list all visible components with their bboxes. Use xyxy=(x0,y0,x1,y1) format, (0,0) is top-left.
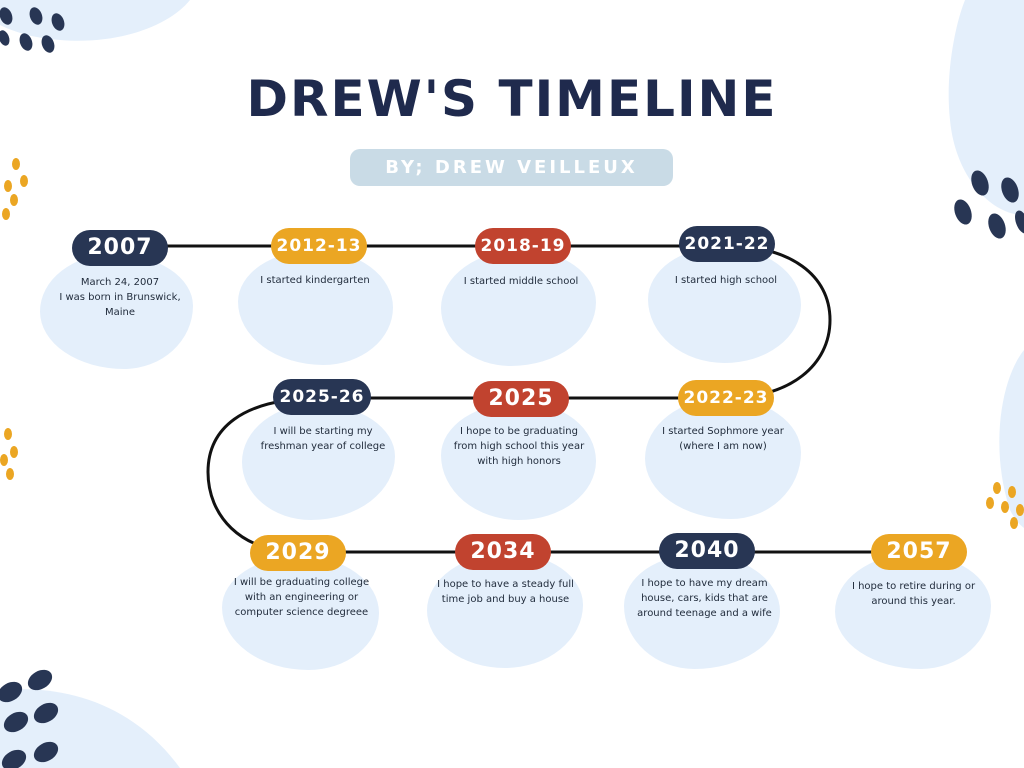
event-description: I started kindergarten xyxy=(240,273,390,288)
event-blob xyxy=(238,250,393,365)
event-description: I will be graduating college with an eng… xyxy=(224,575,379,620)
event-blob xyxy=(222,556,379,670)
year-badge: 2057 xyxy=(871,534,967,570)
event-line: (where I am now) xyxy=(679,441,767,452)
event-line: with an engineering or xyxy=(244,592,359,603)
event-blob xyxy=(645,398,801,519)
event-blob xyxy=(40,254,193,369)
event-line: with high honors xyxy=(477,456,561,467)
year-badge: 2025 xyxy=(473,381,569,417)
event-line: I started kindergarten xyxy=(260,275,370,286)
event-description: I started high school xyxy=(651,273,801,288)
event-description: March 24, 2007 I was born in Brunswick, … xyxy=(45,275,195,320)
event-description: I started middle school xyxy=(446,274,596,289)
year-badge: 2025-26 xyxy=(273,379,371,415)
event-description: I started Sophmore year (where I am now) xyxy=(648,424,798,454)
year-badge: 2012-13 xyxy=(271,228,367,264)
year-badge: 2022-23 xyxy=(678,380,774,416)
event-line: around teenage and a wife xyxy=(637,608,772,619)
event-blob xyxy=(835,554,991,669)
year-badge: 2040 xyxy=(659,533,755,569)
page-title: DREW'S TIMELINE xyxy=(246,70,778,128)
event-line: around this year. xyxy=(871,596,956,607)
event-description: I hope to retire during or around this y… xyxy=(836,579,991,609)
event-blob xyxy=(648,247,801,363)
event-line: time job and buy a house xyxy=(441,594,570,605)
event-line: I hope to have my dream xyxy=(641,578,768,589)
event-description: I hope to have my dream house, cars, kid… xyxy=(627,576,782,621)
event-line: from high school this year xyxy=(453,441,585,452)
event-blob xyxy=(242,404,395,520)
event-line: I hope to be graduating xyxy=(460,426,578,437)
event-line: I hope to retire during or xyxy=(851,581,976,592)
event-line: I was born in Brunswick, xyxy=(59,292,181,303)
event-line: freshman year of college xyxy=(260,441,386,452)
year-badge: 2034 xyxy=(455,534,551,570)
event-line: I will be graduating college xyxy=(233,577,370,588)
event-blob xyxy=(427,553,583,668)
event-line: I started high school xyxy=(674,275,778,286)
year-badge: 2018-19 xyxy=(475,228,571,264)
event-description: I hope to be graduating from high school… xyxy=(444,424,594,469)
byline-badge: BY; DREW VEILLEUX xyxy=(350,149,673,186)
event-blob xyxy=(441,402,596,520)
event-line: March 24, 2007 xyxy=(80,277,160,288)
event-line: Maine xyxy=(104,307,136,318)
event-blob xyxy=(624,554,780,669)
event-line: I will be starting my xyxy=(273,426,373,437)
event-description: I will be starting my freshman year of c… xyxy=(246,424,400,454)
event-blob xyxy=(441,250,596,366)
year-badge: 2021-22 xyxy=(679,226,775,262)
event-line: house, cars, kids that are xyxy=(641,593,768,604)
year-badge: 2029 xyxy=(250,535,346,571)
year-badge: 2007 xyxy=(72,230,168,266)
event-line: I started Sophmore year xyxy=(662,426,784,437)
event-line: computer science degreee xyxy=(234,607,369,618)
event-line: I hope to have a steady full xyxy=(437,579,574,590)
event-description: I hope to have a steady full time job an… xyxy=(428,577,583,607)
event-line: I started middle school xyxy=(463,276,579,287)
